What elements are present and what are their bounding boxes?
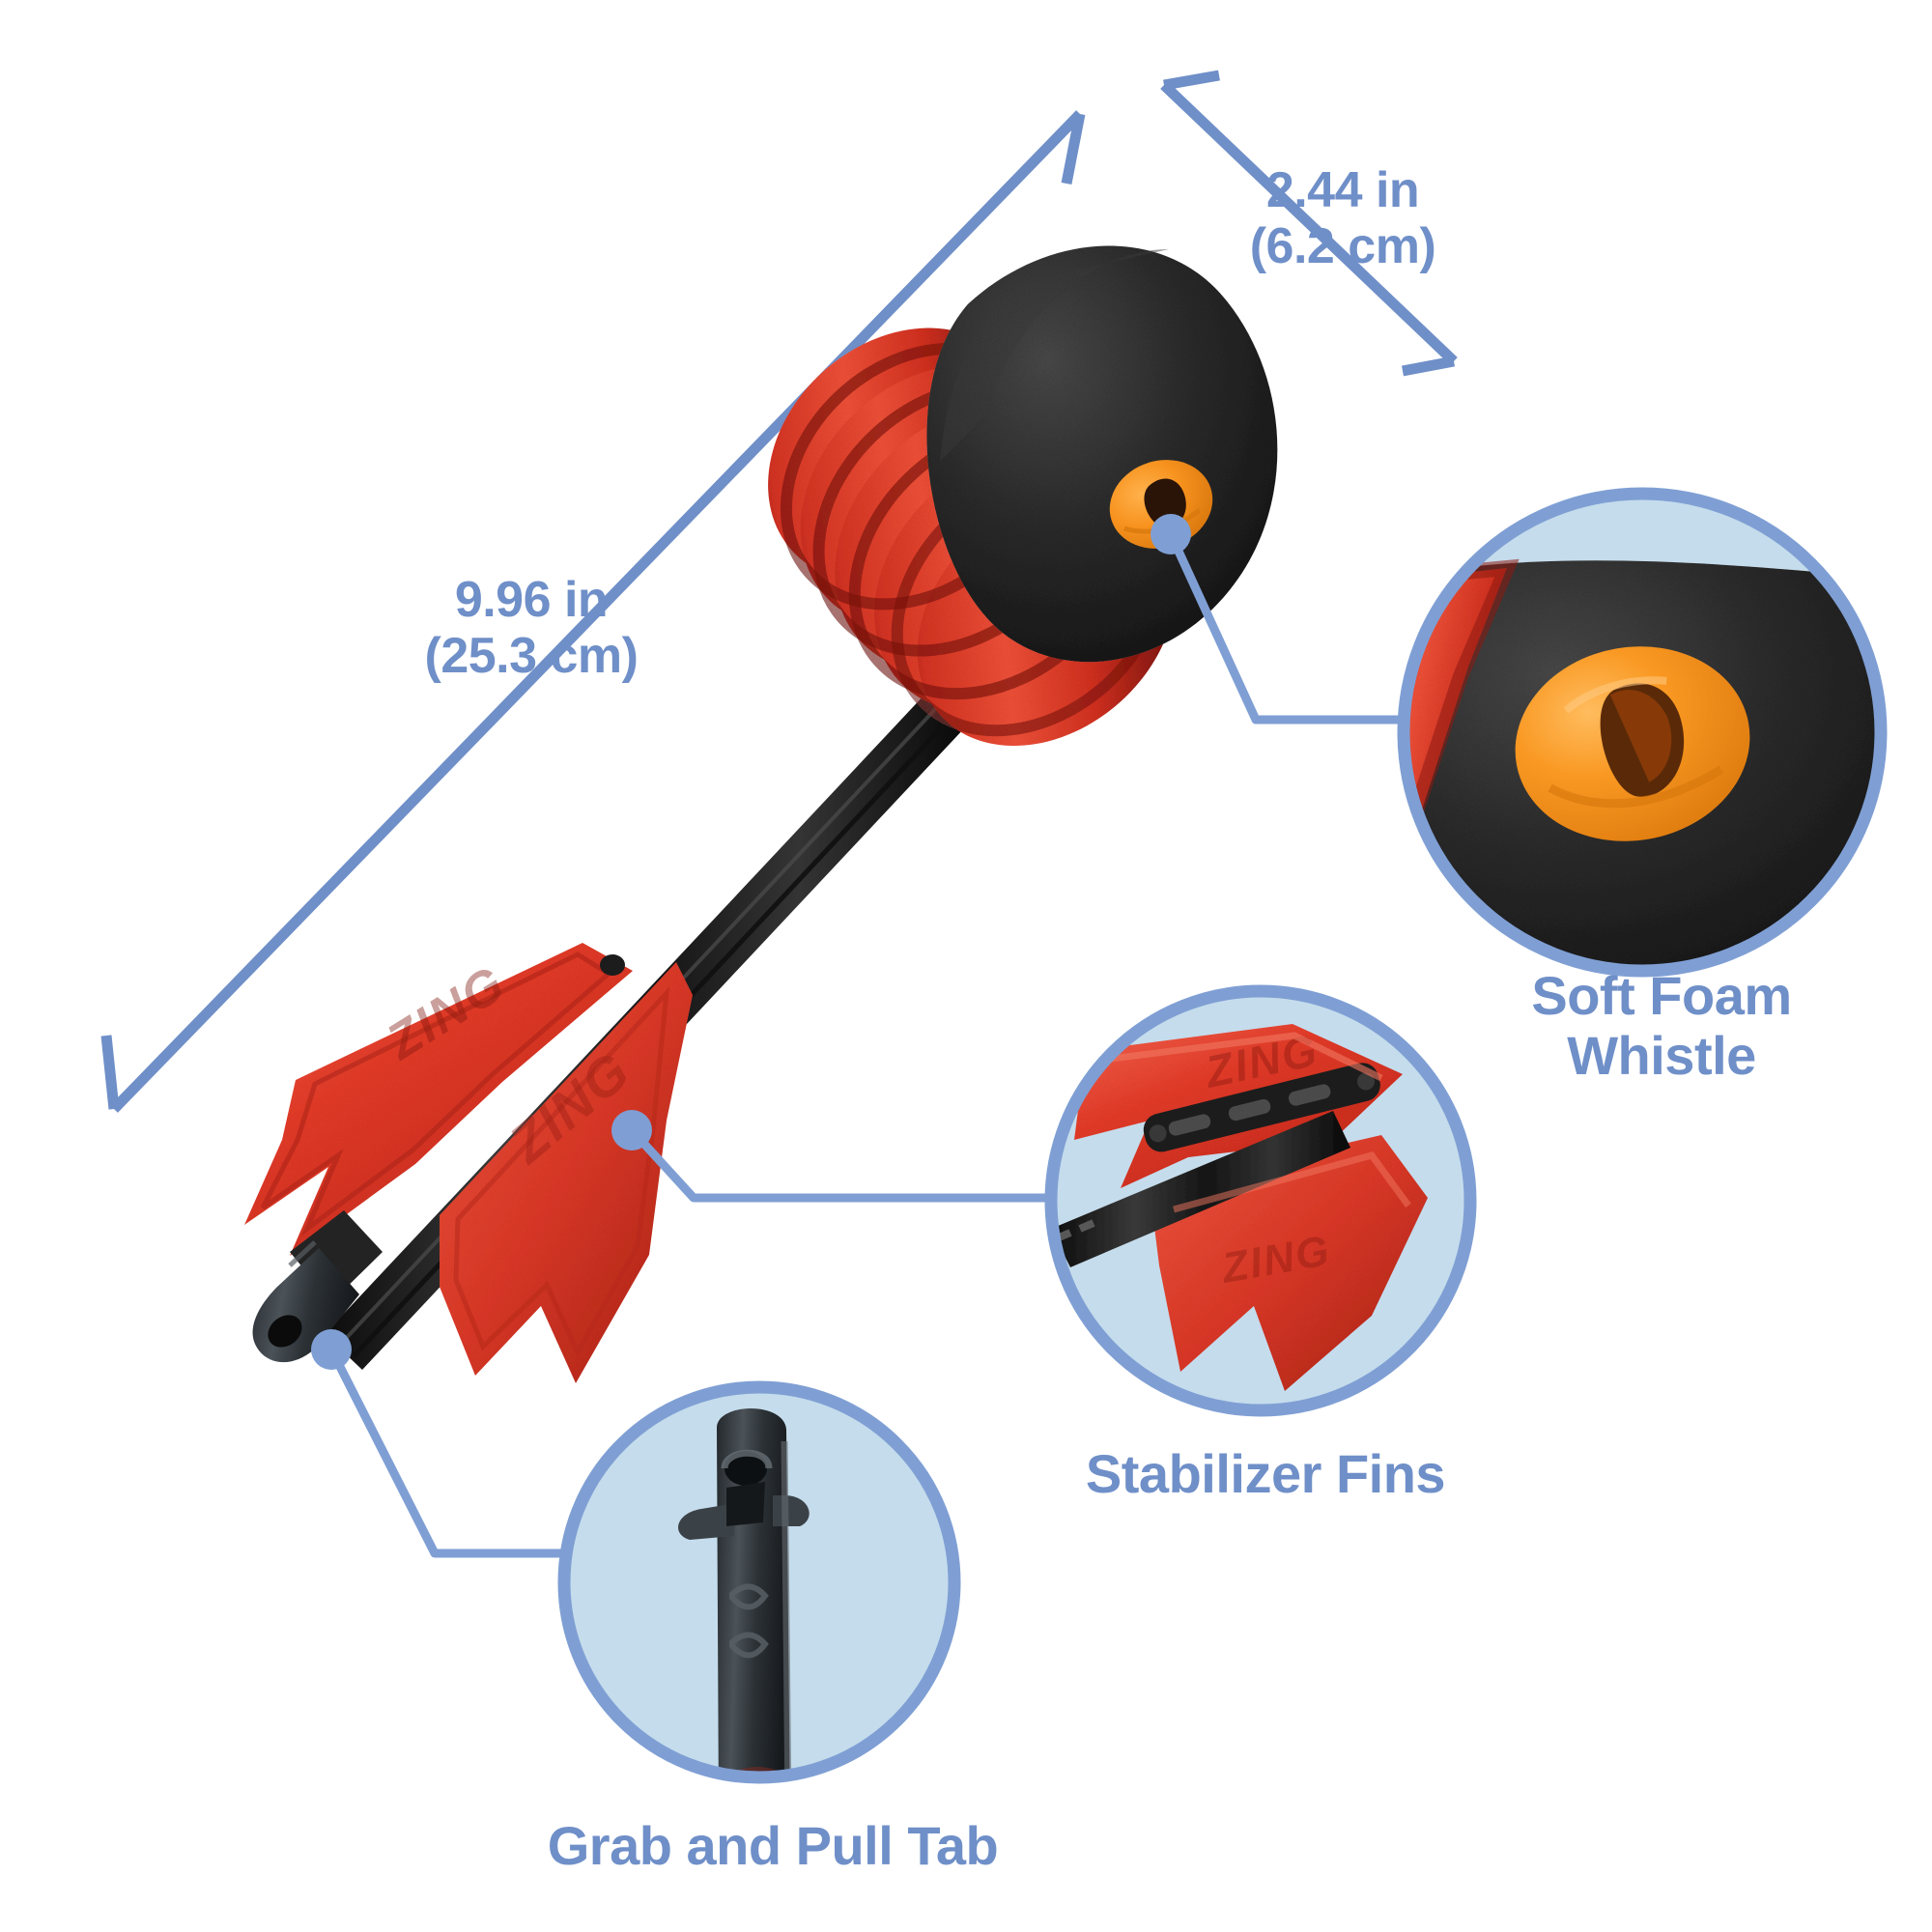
callout-label-stabilizer-fins: Stabilizer Fins <box>1085 1443 1446 1504</box>
rocket-stabilizer-fins: ZING ZING <box>244 943 693 1383</box>
callout-leader-lines <box>327 529 1408 1558</box>
rocket-grab-pull-tab <box>252 1210 383 1363</box>
dimension-label-length: 9.96 in (25.3 cm) <box>424 572 639 685</box>
fin-upper <box>244 943 633 1256</box>
dimension-lines <box>100 70 1458 1113</box>
leader-line-tab <box>327 1345 569 1558</box>
dimension-tick-width-end <box>1401 355 1456 377</box>
callout-label-soft-foam-whistle: Soft Foam Whistle <box>1531 965 1792 1086</box>
dimension-label-width: 2.44 in (6.2 cm) <box>1249 162 1436 275</box>
leader-line-whistle <box>1166 529 1408 724</box>
leader-line-fins <box>627 1125 1056 1203</box>
dimension-tick-length-end <box>1061 112 1086 185</box>
fin-nub <box>600 954 625 976</box>
zing-foam-rocket: ZING ZING <box>244 245 1278 1383</box>
detail-bubble-grab-pull-tab <box>557 1380 961 1784</box>
fin-lower <box>440 962 693 1383</box>
dimension-line-length <box>110 110 1084 1113</box>
anchor-dot-tab <box>311 1329 352 1370</box>
dimension-line-width <box>1160 81 1458 365</box>
dimension-tick-length-start <box>100 1035 120 1110</box>
callout-label-grab-and-pull-tab: Grab and Pull Tab <box>547 1815 999 1876</box>
rocket-foam-head <box>926 245 1278 663</box>
tab-hole <box>268 1315 302 1348</box>
anchor-dot-whistle <box>1151 514 1191 554</box>
anchor-dot-fins <box>611 1110 652 1151</box>
detail-bubble-soft-foam-whistle <box>1397 487 1888 978</box>
detail-bubble-stabilizer-fins: ZING ZING <box>1044 984 1477 1417</box>
dimension-tick-width-start <box>1163 70 1220 91</box>
callout-anchor-dots <box>311 514 1191 1370</box>
